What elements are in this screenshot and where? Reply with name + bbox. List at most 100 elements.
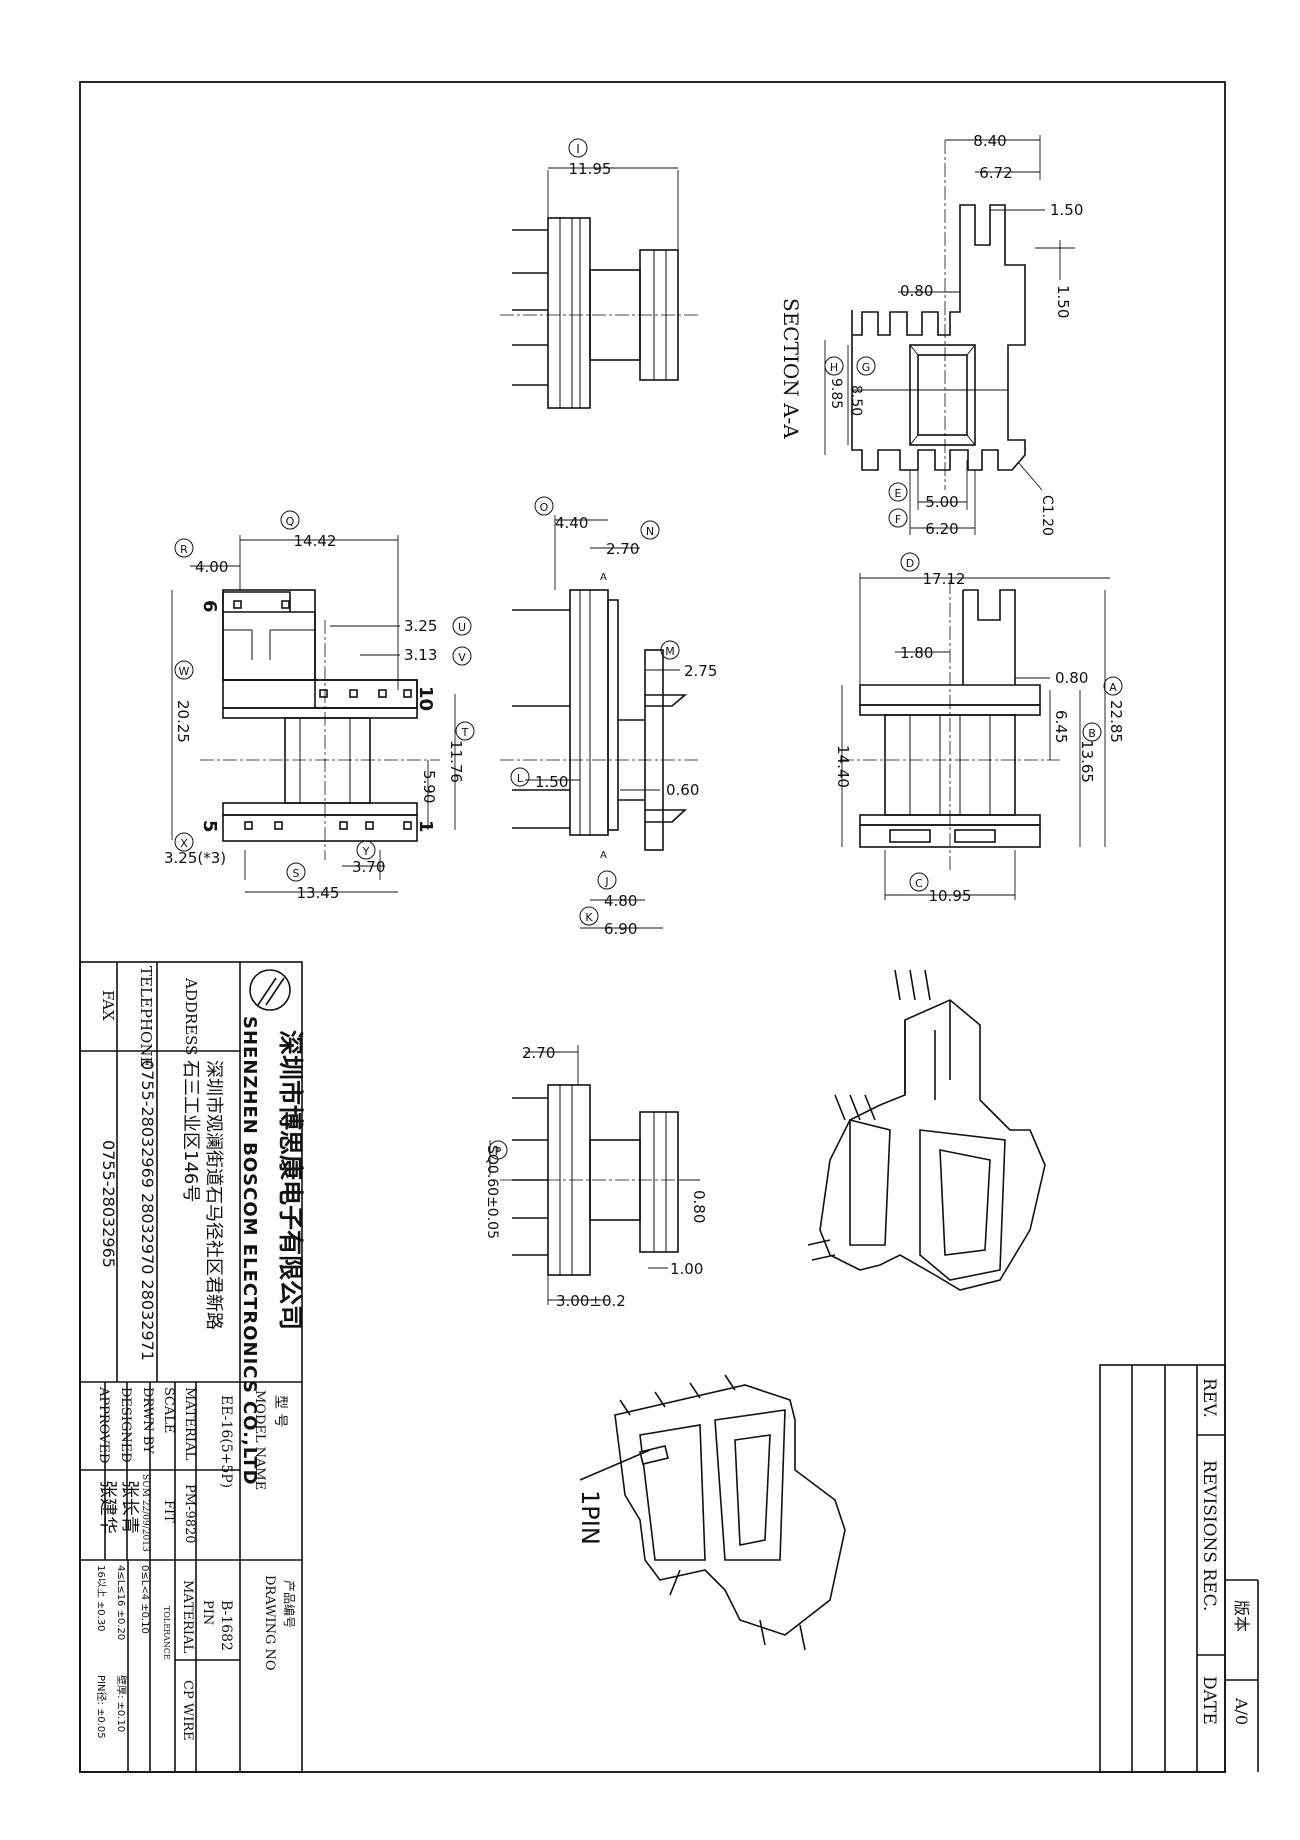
dim-B: 13.65 <box>1078 740 1096 783</box>
callout-Q: Q <box>286 515 295 528</box>
dim-1-00: 1.00 <box>670 1260 703 1278</box>
fax-label: FAX <box>99 990 117 1021</box>
dim-K: 6.90 <box>604 920 637 938</box>
version-label: 版本 <box>1232 1600 1251 1632</box>
callout-F: F <box>895 513 901 526</box>
version-value: A/0 <box>1232 1697 1251 1725</box>
approved-label: APPROVED <box>96 1386 111 1463</box>
dim-A: 22.85 <box>1107 700 1125 743</box>
title-block: 深圳市博思康电子有限公司 SHENZHEN BOSCOM ELECTRONICS… <box>79 961 305 1773</box>
dim-Y: 3.70 <box>352 858 385 876</box>
dim-P: SQ0.60±0.05 <box>484 1145 500 1239</box>
dim-J: 4.80 <box>604 892 637 910</box>
drawing-no-label: DRAWING NO <box>262 1575 277 1671</box>
telephone-value: 0755-28032969 28032970 28032971 <box>138 1060 157 1361</box>
dim-L: 1.50 <box>535 773 568 791</box>
model-label-cn: 型 号 <box>272 1395 288 1427</box>
drawn-value: SUM 22/09/2013 <box>140 1474 150 1552</box>
tolerance-1: 0≤L<4 ±0.10 <box>139 1565 150 1634</box>
scale-label: SCALE <box>161 1387 176 1433</box>
dim-H: 9.85 <box>828 378 844 409</box>
dim-Q: 14.42 <box>294 532 337 550</box>
dim-0-60: 0.60 <box>666 781 699 799</box>
dim-8-40: 8.40 <box>973 132 1006 150</box>
dim-6-72: 6.72 <box>979 164 1012 182</box>
dim-2-70: 2.70 <box>522 1044 555 1062</box>
dim-R: 4.00 <box>195 558 228 576</box>
callout-J: J <box>604 875 608 888</box>
pin-number-6: 6 <box>199 600 220 613</box>
callout-V: V <box>458 651 466 664</box>
scale-value: FIT <box>161 1500 176 1523</box>
callout-H: H <box>830 361 838 374</box>
callout-O: O <box>540 501 549 514</box>
callout-S: S <box>293 867 300 880</box>
callout-W: W <box>179 665 190 678</box>
pin-number-5: 5 <box>199 820 220 833</box>
dim-1-80: 1.80 <box>900 644 933 662</box>
tolerance-label: TOLERANCE <box>162 1606 171 1660</box>
approved-value: 张建华 <box>97 1480 118 1534</box>
dim-0-80-c: 0.80 <box>690 1190 708 1223</box>
dim-C: 10.95 <box>929 887 972 905</box>
callout-G: G <box>862 361 871 374</box>
section-arrow-bottom: A <box>600 850 607 861</box>
revisions-title: REVISIONS REC. <box>1199 1460 1219 1611</box>
dim-1-50-a: 1.50 <box>1050 201 1083 219</box>
model-value: EE-16(5+5P) <box>218 1395 234 1488</box>
tolerance-5: PIN径: ±0.05 <box>95 1675 108 1739</box>
callout-Y: Y <box>362 845 370 858</box>
dim-N: 2.70 <box>606 540 639 558</box>
dim-6-45: 6.45 <box>1052 710 1070 743</box>
tolerance-4: 壁厚: ±0.10 <box>115 1675 128 1732</box>
side-view-middle: A A 4.40 O 2.70 N 2.75 M 1.50 L 0.60 4.8… <box>500 496 717 938</box>
callout-U: U <box>458 621 466 634</box>
side-view-top: 11.95 I <box>500 138 700 409</box>
dim-C120: C1.20 <box>1039 495 1055 536</box>
callout-C: C <box>915 877 923 890</box>
dim-S: 13.45 <box>297 884 340 902</box>
pin1-label: 1PIN <box>576 1490 604 1545</box>
callout-E: E <box>895 487 902 500</box>
right-front-view: 17.12 D 1.80 0.80 22.85 A 6.45 13.65 B 1… <box>834 552 1125 905</box>
isometric-view-bottom: 1PIN <box>576 1374 846 1651</box>
dim-1-50-b: 1.50 <box>1054 285 1072 318</box>
isometric-view-right <box>807 969 1046 1291</box>
designed-value: 张长青 <box>119 1480 140 1534</box>
rev-label: REV. <box>1199 1378 1219 1418</box>
pin-detail-view: 2.70 SQ0.60±0.05 P 0.80 1.00 3.00±0.2 <box>484 1044 708 1310</box>
dim-I: 11.95 <box>569 160 612 178</box>
callout-M: M <box>665 645 675 658</box>
fax-value: 0755-28032965 <box>99 1140 118 1268</box>
section-label: SECTION A-A <box>779 298 803 439</box>
material-value: PM-9820 <box>182 1484 197 1544</box>
company-name-cn: 深圳市博思康电子有限公司 <box>276 1030 305 1330</box>
address-line1: 深圳市观澜街道石马径社区君新路 <box>203 1060 224 1330</box>
address-line2: 石三工业区146号 <box>180 1060 201 1202</box>
callout-T: T <box>461 726 469 739</box>
tolerance-3: 16以上 ±0.30 <box>95 1565 107 1632</box>
dim-M: 2.75 <box>684 662 717 680</box>
dim-E: 5.00 <box>925 493 958 511</box>
pin-number-1: 1 <box>415 820 436 833</box>
tolerance-2: 4≤L≤16 ±0.20 <box>115 1565 126 1640</box>
section-a-a-view: 8.40 6.72 1.50 1.50 0.80 8.50 9.85 G H 5… <box>779 132 1083 538</box>
dim-3-00: 3.00±0.2 <box>556 1292 626 1310</box>
dim-U: 3.25 <box>404 617 437 635</box>
dim-0-80-a: 0.80 <box>900 282 933 300</box>
model-label: MODEL NAME <box>252 1390 267 1490</box>
dim-0-80-b: 0.80 <box>1055 669 1088 687</box>
dim-W: 20.25 <box>174 700 192 743</box>
telephone-label: TELEPHONE <box>137 966 155 1067</box>
material-label: MATERIAL <box>182 1387 197 1460</box>
drawn-label: DRWN BY <box>140 1387 155 1454</box>
pins-top-view <box>512 229 548 386</box>
pin-label: PIN <box>200 1600 215 1625</box>
callout-D: D <box>906 557 914 570</box>
callout-I: I <box>576 142 580 156</box>
callout-X: X <box>180 837 188 850</box>
company-logo <box>249 969 291 1011</box>
callout-L: L <box>517 772 524 785</box>
pins-detail-view <box>512 1097 548 1256</box>
drawing-border <box>79 81 1226 1773</box>
